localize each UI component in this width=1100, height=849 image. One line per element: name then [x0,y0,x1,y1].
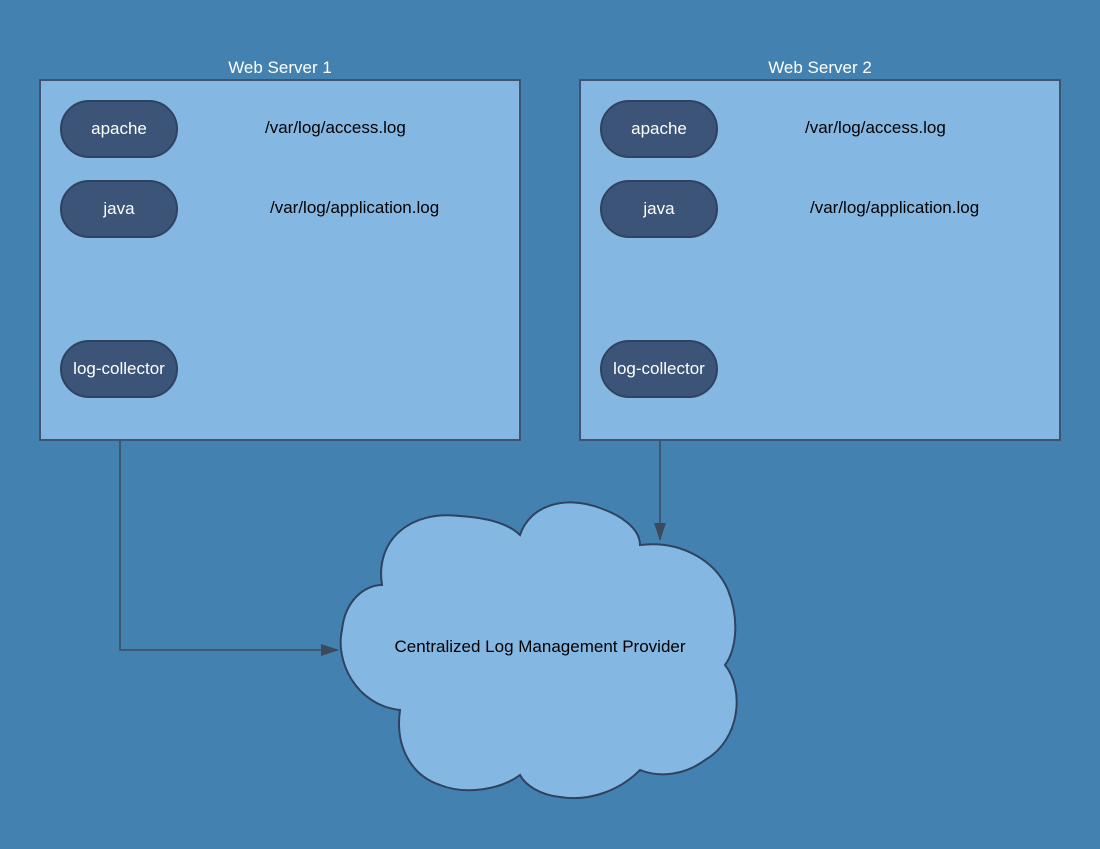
server-1-log-collector-node[interactable]: log-collector [60,340,178,398]
edge-collector1-to-cloud [119,400,339,656]
server-2-java-node[interactable]: java [600,180,718,238]
server-1-access-log[interactable]: /var/log/access.log [261,117,410,139]
server-1-java-node[interactable]: java [60,180,178,238]
server-2-log-collector-node[interactable]: log-collector [600,340,718,398]
server-2-application-log[interactable]: /var/log/application.log [806,197,984,219]
server-2-title: Web Server 2 [768,58,872,77]
server-2-access-log[interactable]: /var/log/access.log [801,117,950,139]
server-1-apache-node[interactable]: apache [60,100,178,158]
server-1-title: Web Server 1 [228,58,332,77]
cloud-shape [339,501,738,800]
server-1-application-log[interactable]: /var/log/application.log [266,197,444,219]
cloud-provider-label[interactable]: Centralized Log Management Provider [394,637,686,656]
server-2-apache-node[interactable]: apache [600,100,718,158]
